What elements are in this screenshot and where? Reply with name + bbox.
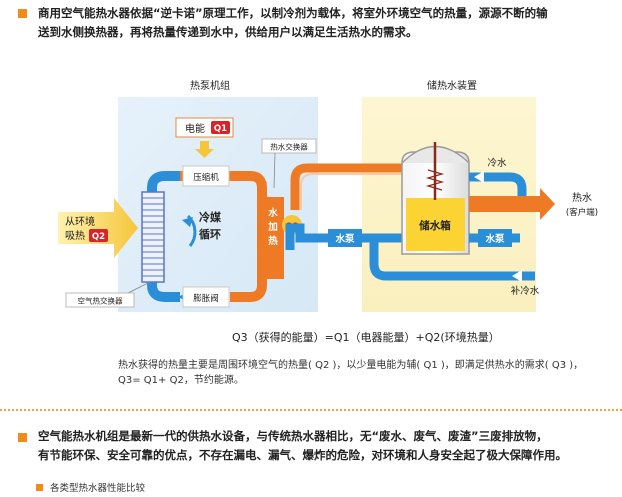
hot-water-pipe-inner — [300, 173, 439, 210]
storage-title: 储热水装置 — [427, 79, 477, 92]
q2-badge — [89, 229, 108, 242]
refrigerant-label-1: 冷媒 — [199, 210, 222, 224]
section2-paragraph: 空气能热水机组是最新一代的供热水设备，与传统热水器相比，无“废水、废气、废渣”三… — [38, 427, 618, 465]
refrigerant-arrow-right — [257, 182, 267, 192]
cycle-arrow-icon — [182, 217, 193, 227]
expansion-valve-label: 膨胀阀 — [193, 293, 219, 304]
cold-water-pipe — [469, 172, 527, 208]
compressor-box — [182, 165, 230, 187]
intro-line-1: 商用空气能热水器依据“逆卡诺”原理工作，以制冷剂为载体，将室外环境空气的热量，源… — [38, 6, 548, 20]
compressor-label: 压缩机 — [193, 172, 219, 183]
refrigerant-label-2: 循环 — [199, 227, 221, 241]
section2-line-1: 空气能热水机组是最新一代的供热水设备，与传统热水器相比，无“废水、废气、废渣”三… — [38, 429, 548, 443]
hot-water-label: 热水 — [572, 191, 592, 204]
ambient-heat-arrow — [58, 198, 138, 258]
right-pump-box — [478, 229, 512, 247]
storage-tank-water — [406, 198, 465, 251]
cold-water-arrow — [474, 171, 484, 183]
makeup-water-label: 补冷水 — [511, 285, 540, 297]
hot-exchanger-leader — [273, 152, 276, 189]
hot-water-outlet — [469, 188, 555, 220]
makeup-water-pipe — [369, 242, 535, 281]
heat-pump-diagram: 热泵机组 储热水装置 电能 Q1 压缩机 膨胀阀 冷媒 循环 空气热交换器 从环… — [58, 79, 598, 312]
water-heat-label-2: 加 — [267, 221, 278, 233]
q1-badge — [211, 121, 230, 134]
electric-energy-arrow — [195, 141, 214, 158]
intro-line-2: 送到水侧换热器，再将热量传递到水中，供给用户以满足生活热水的需求。 — [38, 25, 418, 39]
hot-exchanger-tag — [261, 138, 317, 154]
water-heat-label-3: 热 — [268, 235, 278, 247]
client-end-label: (客户端) — [566, 207, 598, 218]
formula-note-line-2: Q3= Q1+ Q2，节约能源。 — [118, 375, 244, 386]
intro-paragraph: 商用空气能热水器依据“逆卡诺”原理工作，以制冷剂为载体，将室外环境空气的热量，源… — [38, 4, 618, 42]
electric-energy-label: 电能 — [185, 122, 205, 135]
compare-bullet — [36, 484, 43, 491]
formula-note-line-1: 热水获得的热量主要是周围环境空气的热量( Q2 )，以少量电能为辅( Q1 )，… — [118, 360, 584, 371]
left-pump-label: 水泵 — [335, 233, 355, 245]
tank-label: 储水箱 — [419, 219, 451, 232]
air-exchanger-label: 空气热交换器 — [78, 296, 123, 306]
ambient-heat-label-2: 吸热 — [65, 229, 85, 242]
section-divider — [0, 409, 622, 411]
tank-heater-coil — [425, 169, 445, 191]
expansion-valve-box — [182, 286, 230, 308]
right-pump-label: 水泵 — [485, 233, 505, 245]
intro-bullet — [18, 9, 27, 18]
compare-label: 各类型热水器性能比较 — [50, 483, 146, 494]
formula-note: 热水获得的热量主要是周围环境空气的热量( Q2 )，以少量电能为辅( Q1 )，… — [118, 358, 618, 388]
section2-bullet — [18, 433, 27, 442]
air-exchanger-tag — [65, 292, 135, 308]
hot-water-exchanger-unit — [262, 197, 284, 279]
cold-water-label: 冷水 — [487, 157, 507, 169]
section2-line-2: 有节能环保、安全可靠的优点，不存在漏电、漏气、爆炸的危险，对环境和人身安全起了极… — [38, 448, 567, 462]
air-exchanger-coil — [141, 191, 165, 283]
hot-water-pipe — [290, 163, 450, 210]
q2-text: Q2 — [92, 232, 105, 242]
q1-text: Q1 — [214, 124, 227, 134]
ambient-heat-label-1: 从环境 — [65, 215, 95, 228]
water-heat-label-1: 水 — [268, 207, 278, 219]
air-exchanger-fins — [142, 197, 164, 277]
energy-formula: Q3（获得的能量）=Q1（电器能量）+Q2(环境热量） — [232, 331, 500, 344]
hot-exchanger-label: 热水交换器 — [270, 142, 308, 152]
left-pump-box — [328, 229, 362, 247]
heat-pump-title: 热泵机组 — [190, 79, 230, 92]
makeup-water-arrow — [512, 270, 522, 282]
